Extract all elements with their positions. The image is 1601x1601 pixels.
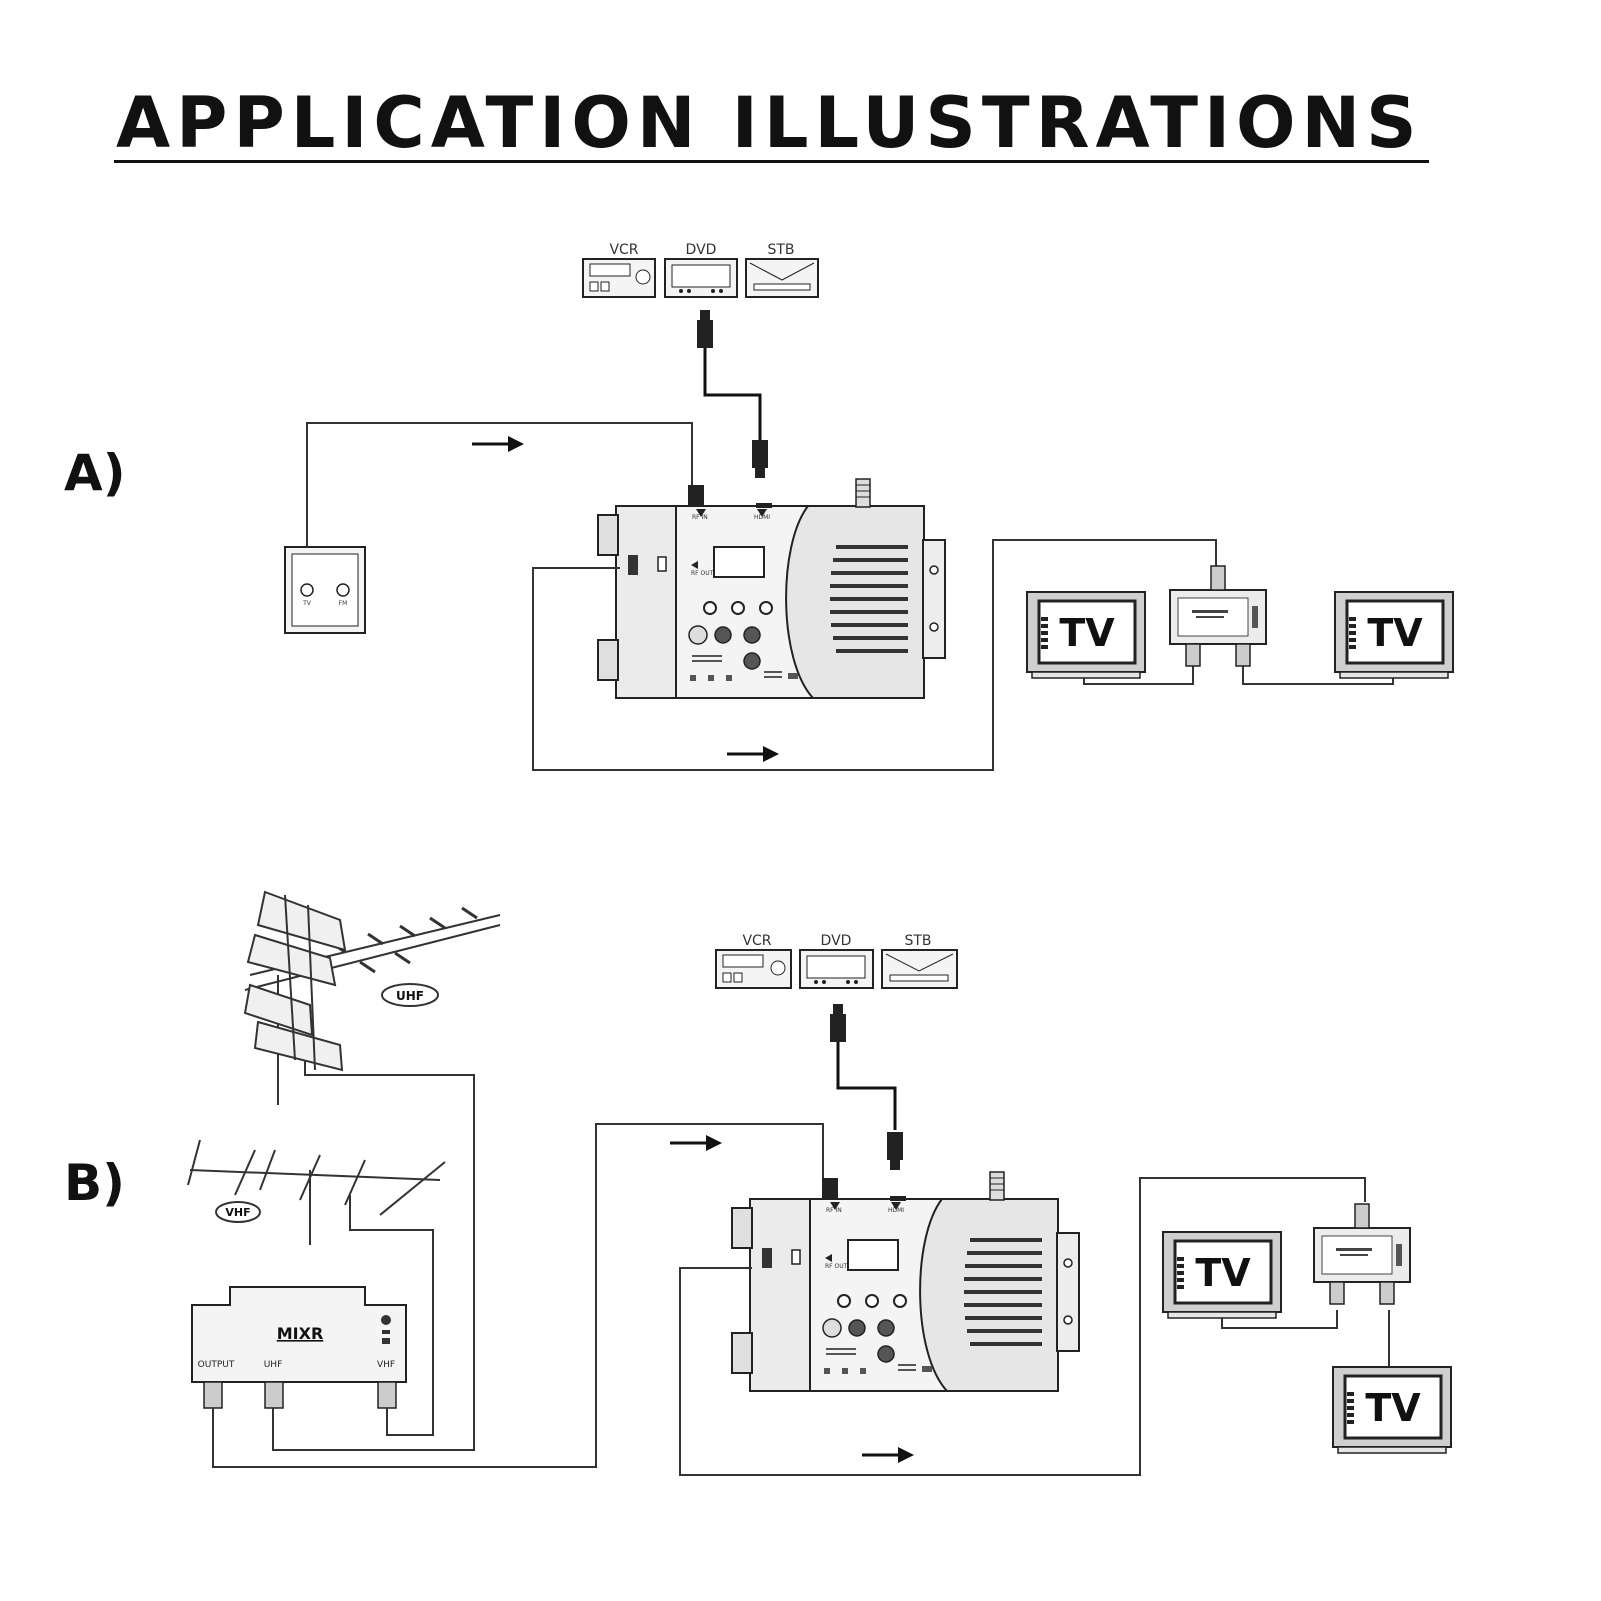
tv-label: TV <box>1367 611 1423 655</box>
mixer-title: MIXR <box>277 1324 324 1343</box>
stb-device: STB <box>745 242 819 298</box>
modulator-rf-in-label: RF IN <box>826 1207 842 1214</box>
uhf-label: UHF <box>396 989 424 1003</box>
signal-arrow-b-bottom <box>860 1445 916 1465</box>
title-underline <box>114 160 1429 163</box>
mixer: MIXR OUTPUT UHF VHF <box>191 1286 407 1409</box>
section-b-label: B) <box>64 1154 125 1212</box>
signal-arrow-b-top <box>668 1133 724 1153</box>
vcr-label: VCR <box>742 933 771 949</box>
tv-label: TV <box>1365 1386 1421 1430</box>
vcr-device: VCR <box>715 933 792 989</box>
vhf-antenna <box>187 1139 446 1245</box>
tv-b-top: TV <box>1161 1230 1283 1320</box>
wall-socket-tv-label: TV <box>302 600 312 607</box>
dvd-device: DVD <box>799 933 874 989</box>
wall-socket-fm-label: FM <box>339 600 348 607</box>
modulator-hdmi-label: HDMI <box>888 1207 904 1214</box>
vcr-label: VCR <box>609 242 638 258</box>
signal-arrow-a-bottom <box>725 744 781 764</box>
source-devices-a: VCR DVD STB <box>582 242 819 298</box>
dvd-device: DVD <box>664 242 738 298</box>
splitter-a <box>1169 565 1267 667</box>
modulator-hdmi-label: HDMI <box>754 514 770 521</box>
cables-b <box>212 1060 1390 1476</box>
stb-label: STB <box>767 242 794 258</box>
tv-b-bottom: TV <box>1331 1365 1453 1455</box>
wall-socket: TV FM <box>284 546 366 634</box>
modulator-b: RF IN HDMI RF OUT <box>730 1170 1081 1393</box>
modulator-a: RF IN HDMI RF OUT <box>596 477 947 700</box>
stb-label: STB <box>904 933 931 949</box>
tv-a-right: TV <box>1333 590 1455 680</box>
tv-label: TV <box>1059 611 1115 655</box>
tv-label: TV <box>1195 1251 1251 1295</box>
section-a-label: A) <box>64 444 126 502</box>
uhf-antenna <box>243 890 501 1105</box>
tv-a-left: TV <box>1025 590 1147 680</box>
hdmi-cable-b <box>830 1004 903 1170</box>
dvd-label: DVD <box>821 933 852 949</box>
mixer-uhf-label: UHF <box>264 1360 283 1370</box>
mixer-vhf-label: VHF <box>377 1360 395 1370</box>
dvd-label: DVD <box>686 242 717 258</box>
source-devices-b: VCR DVD STB <box>715 933 958 989</box>
hdmi-cable-a <box>697 310 768 478</box>
page-title: APPLICATION ILLUSTRATIONS <box>116 82 1423 164</box>
mixer-output-label: OUTPUT <box>198 1360 235 1370</box>
vcr-device: VCR <box>582 242 656 298</box>
modulator-rf-in-label: RF IN <box>692 514 708 521</box>
modulator-rf-out-label: RF OUT <box>691 570 714 577</box>
vhf-label: VHF <box>225 1206 250 1219</box>
modulator-rf-out-label: RF OUT <box>825 1263 848 1270</box>
splitter-b <box>1313 1203 1411 1305</box>
stb-device: STB <box>881 933 958 989</box>
signal-arrow-a-top <box>470 434 526 454</box>
